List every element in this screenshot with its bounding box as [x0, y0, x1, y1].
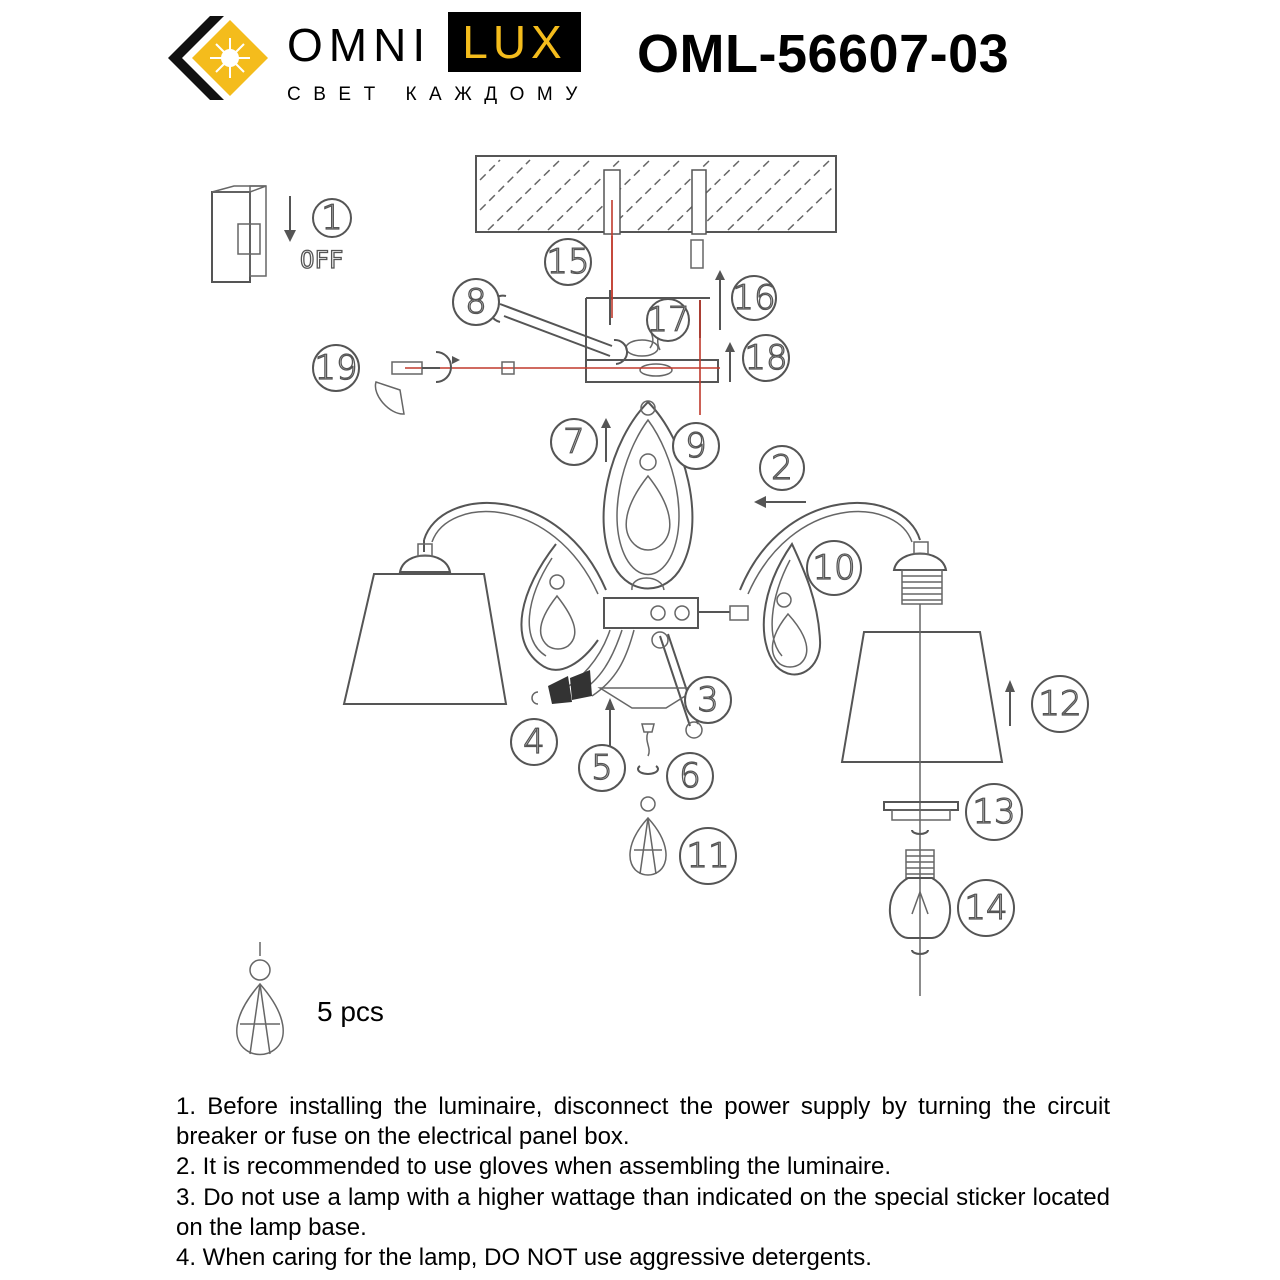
callout-18: 18 [742, 334, 790, 382]
callout-8: 8 [452, 278, 500, 326]
assembly-diagram: OFF [211, 155, 1089, 1056]
callout-11-label: 11 [686, 836, 729, 876]
spare-crystal-icon [236, 942, 284, 1056]
callout-5: 5 [578, 744, 626, 792]
central-teardrop-frame [601, 400, 694, 590]
callout-12: 12 [1031, 675, 1089, 733]
callout-14: 14 [957, 879, 1015, 937]
callout-1: 1 [312, 197, 352, 239]
callout-7-label: 7 [563, 422, 585, 462]
callout-2-label: 2 [771, 448, 793, 488]
brand-name-omni: OMNI [287, 19, 432, 71]
callout-17: 17 [646, 298, 690, 342]
callout-19-label: 19 [314, 348, 357, 388]
callout-2: 2 [759, 445, 805, 491]
callout-17-label: 17 [646, 300, 689, 340]
ceiling [475, 155, 837, 235]
fixing-screws [690, 239, 735, 382]
callout-16-label: 16 [732, 278, 775, 318]
callout-13: 13 [965, 783, 1023, 841]
instruction-3: 3. Do not use a lamp with a higher watta… [176, 1183, 1110, 1241]
switch-off-label: OFF [300, 246, 343, 274]
model-number: OML-56607-03 [637, 24, 1010, 84]
callout-13-label: 13 [972, 792, 1015, 832]
instruction-1: 1. Before installing the luminaire, disc… [176, 1093, 1110, 1151]
callout-8-label: 8 [465, 282, 487, 322]
central-body [531, 577, 749, 760]
left-arm-and-shade [342, 502, 607, 705]
instructions: 1. Before installing the luminaire, disc… [176, 1092, 1110, 1273]
callout-12-label: 12 [1038, 684, 1081, 724]
callout-15-label: 15 [546, 242, 589, 282]
callout-7: 7 [550, 418, 598, 466]
hanging-crystal [629, 723, 667, 876]
callout-19: 19 [312, 344, 360, 392]
callout-9-label: 9 [685, 426, 707, 466]
callout-3: 3 [684, 676, 732, 724]
wrench-icon [488, 294, 628, 365]
callout-10: 10 [806, 540, 862, 596]
wall-switch-icon: OFF [211, 185, 344, 283]
callout-1-label: 1 [321, 198, 343, 238]
instruction-4: 4. When caring for the lamp, DO NOT use … [176, 1244, 872, 1272]
callout-5-label: 5 [591, 748, 613, 788]
crystal-quantity: 5 pcs [317, 996, 384, 1027]
callout-3-label: 3 [697, 680, 719, 720]
callout-9: 9 [672, 422, 720, 470]
callout-4-label: 4 [523, 722, 545, 762]
lamp-ring-and-bulb [883, 801, 959, 955]
direction-arrow [754, 496, 806, 508]
callout-15: 15 [544, 238, 592, 286]
callout-6-label: 6 [679, 756, 701, 796]
brand-name-lux-box: LUX [448, 12, 581, 72]
callout-18-label: 18 [744, 338, 787, 378]
header: OMNI LUX СВЕТ КАЖДОМУ OML-56607-03 [0, 0, 1280, 120]
callout-16: 16 [731, 275, 777, 321]
instruction-2: 2. It is recommended to use gloves when … [176, 1153, 892, 1181]
callout-11: 11 [679, 827, 737, 885]
callout-4: 4 [510, 718, 558, 766]
callout-10-label: 10 [812, 548, 855, 588]
callout-6: 6 [666, 752, 714, 800]
brand-logo-icon [168, 16, 268, 100]
brand-tagline: СВЕТ КАЖДОМУ [287, 84, 590, 105]
callout-14-label: 14 [964, 888, 1007, 928]
right-arm-and-shade [739, 502, 1015, 996]
brand-name-lux: LUX [462, 16, 567, 68]
hand-screwdriver-icon [374, 351, 515, 415]
